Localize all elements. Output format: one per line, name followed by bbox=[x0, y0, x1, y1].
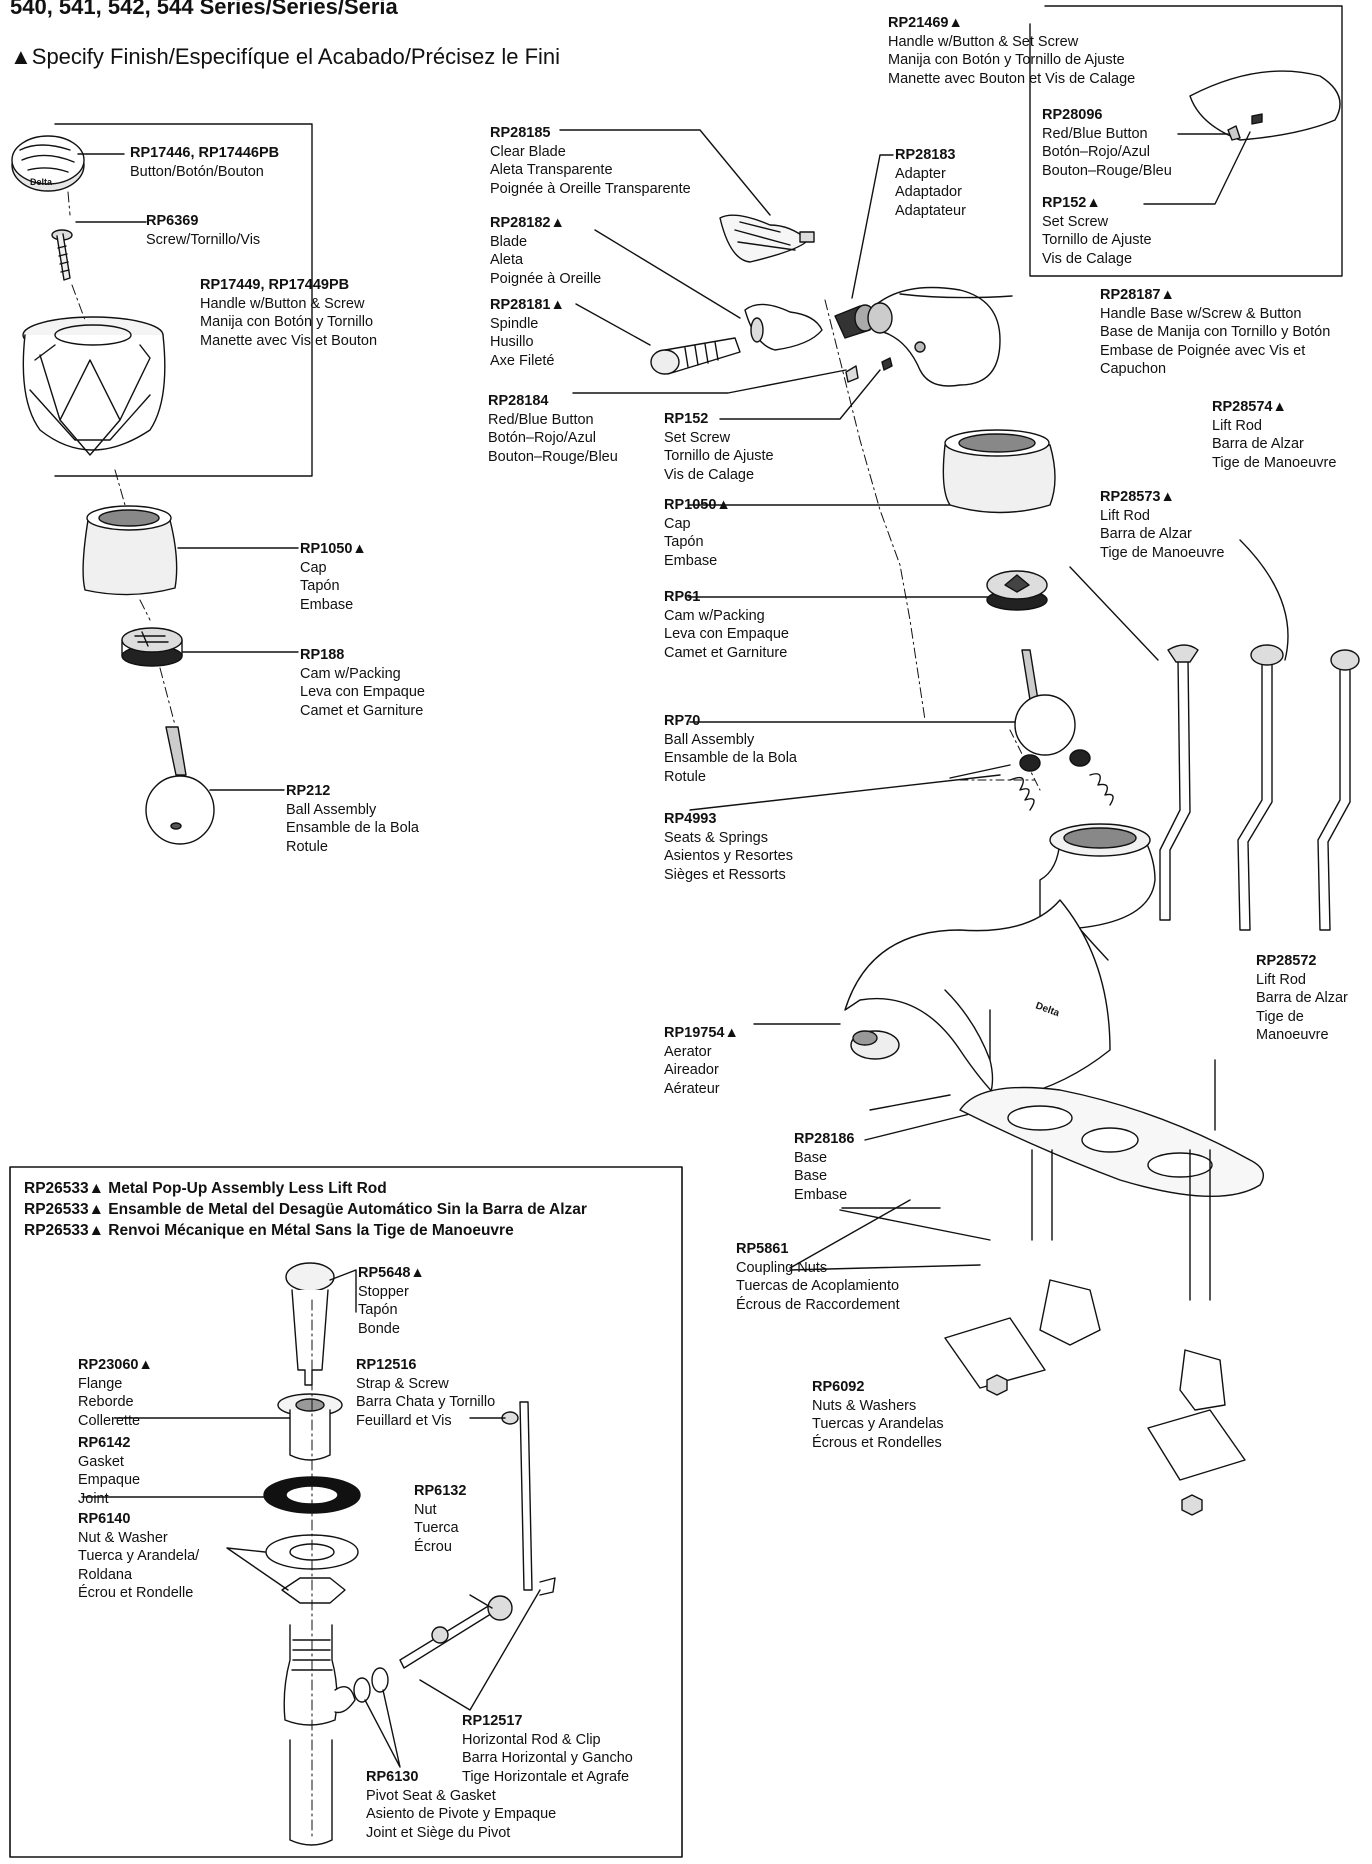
handle-base-icon bbox=[867, 286, 1001, 387]
finish-note: ▲Specify Finish/Especifíque el Acabado/P… bbox=[10, 44, 561, 69]
left-handle-bracket bbox=[54, 123, 313, 477]
ball-mid-icon bbox=[1014, 649, 1076, 756]
nuts-washers-icon bbox=[944, 1317, 1246, 1516]
faceted-handle-icon bbox=[22, 316, 166, 456]
top-right-bracket bbox=[1029, 5, 1343, 277]
coupling-nuts-icon bbox=[1031, 1149, 1226, 1411]
clear-blade-icon bbox=[719, 214, 815, 263]
page-title: 540, 541, 542, 544 Series/Series/Seria bbox=[10, 0, 398, 19]
cam-left-icon bbox=[121, 627, 183, 667]
red-blue-button-mid-icon bbox=[845, 357, 893, 383]
ball-left-icon bbox=[145, 726, 215, 845]
pivot-seat-icon bbox=[353, 1667, 389, 1703]
base-plate-icon bbox=[959, 1086, 1264, 1198]
cap-left-icon bbox=[82, 505, 178, 596]
blade-icon bbox=[744, 303, 823, 351]
spindle-icon bbox=[650, 337, 741, 375]
horizontal-rod-icon bbox=[399, 1604, 495, 1669]
cam-mid-icon bbox=[986, 570, 1048, 611]
stopper-icon bbox=[285, 1262, 335, 1386]
screw-icon bbox=[51, 229, 73, 281]
popup-box-heading: RP26533▲ Metal Pop-Up Assembly Less Lift… bbox=[24, 1180, 587, 1239]
popup-assembly-box bbox=[9, 1166, 683, 1858]
button-icon: Delta bbox=[11, 135, 85, 192]
svg-text:Delta: Delta bbox=[30, 177, 53, 187]
lift-rods-icon bbox=[1159, 644, 1360, 931]
drain-body-icon bbox=[283, 1624, 356, 1846]
lever-handle-icon bbox=[1189, 70, 1341, 141]
strap-icon bbox=[487, 1401, 556, 1621]
seats-springs-icon bbox=[1009, 749, 1114, 811]
faucet-body-icon: Delta bbox=[844, 823, 1216, 1131]
cap-mid-icon bbox=[942, 429, 1056, 514]
flange-icon bbox=[277, 1393, 343, 1461]
